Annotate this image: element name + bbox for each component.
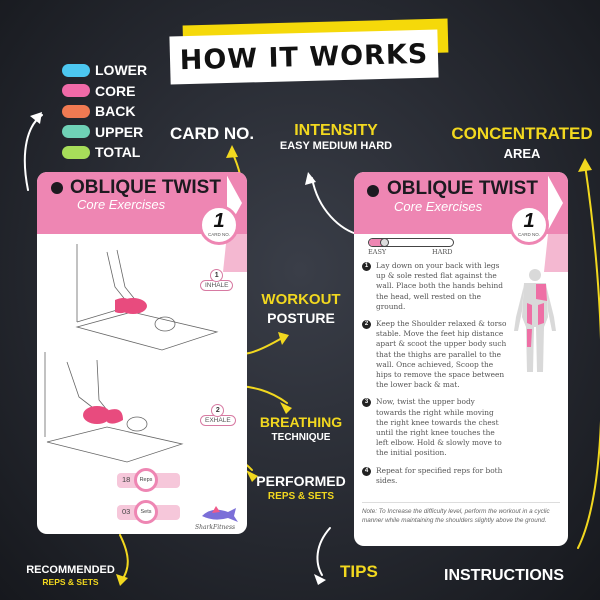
back-card-flag-icon xyxy=(544,172,568,272)
upper-pill-icon xyxy=(62,125,90,139)
back-card-title: OBLIQUE TWIST xyxy=(387,178,538,199)
arrow-intensity-icon xyxy=(311,177,361,236)
total-pill-icon xyxy=(62,145,90,159)
callout-performed-reps-sets: PERFORMED REPS & SETS xyxy=(256,473,346,503)
arrow-concentrated-area-icon xyxy=(577,164,600,549)
back-pill-icon xyxy=(62,104,90,118)
note-divider xyxy=(362,502,560,503)
legend-item-total: TOTAL xyxy=(62,142,147,163)
front-card-title: OBLIQUE TWIST xyxy=(70,177,221,198)
front-card-dot-icon xyxy=(51,182,63,194)
back-card-subtitle: Core Exercises xyxy=(394,199,483,214)
callout-recommended-reps-sets: RECOMMENDED REPS & SETS xyxy=(26,564,115,588)
arrow-tips-icon xyxy=(316,527,331,576)
category-legend: LOWER CORE BACK UPPER TOTAL xyxy=(62,60,147,163)
callout-workout-posture: WORKOUT POSTURE xyxy=(261,291,341,326)
legend-item-back: BACK xyxy=(62,101,147,122)
intensity-knob xyxy=(380,238,389,247)
front-card-flag-icon xyxy=(223,172,247,272)
back-card-dot-icon xyxy=(367,185,379,197)
brand-name: SharkFitness xyxy=(195,524,236,531)
intensity-easy-label: EASY xyxy=(368,248,387,256)
legend-item-upper: UPPER xyxy=(62,122,147,143)
breath-exhale-badge: 2 EXHALE xyxy=(200,404,236,426)
intensity-hard-label: HARD xyxy=(432,248,453,256)
reps-indicator: 18 Reps xyxy=(117,468,180,492)
callout-breathing-technique: BREATHING TECHNIQUE xyxy=(259,414,343,444)
legend-item-lower: LOWER xyxy=(62,60,147,81)
callout-intensity: INTENSITY EASY MEDIUM HARD xyxy=(279,122,393,152)
front-card-header xyxy=(37,172,227,234)
legend-item-core: CORE xyxy=(62,81,147,102)
callout-instructions: INSTRUCTIONS xyxy=(444,567,564,584)
tip-note: Note: To Increase the difficulty level, … xyxy=(362,508,550,524)
exercise-illustration-icon xyxy=(44,244,219,463)
back-card-number-badge: 1 CARD NO. xyxy=(509,205,549,245)
breath-inhale-badge: 1 INHALE xyxy=(200,269,234,291)
front-card-subtitle: Core Exercises xyxy=(77,197,166,212)
front-card-number-badge: 1 CARD NO. xyxy=(199,205,239,245)
intensity-slider xyxy=(368,238,454,247)
body-map-icon xyxy=(514,269,556,372)
front-card: OBLIQUE TWIST Core Exercises 1 CARD NO. … xyxy=(37,172,247,534)
arrow-recommended-icon xyxy=(119,534,129,581)
shark-logo-icon xyxy=(202,506,238,522)
core-pill-icon xyxy=(62,84,90,98)
lower-pill-icon xyxy=(62,63,90,77)
back-card: OBLIQUE TWIST Core Exercises 1 CARD NO. … xyxy=(354,172,568,546)
callout-concentrated-area: CONCENTRATED AREA xyxy=(451,124,593,161)
callout-tips: TIPS xyxy=(340,562,378,581)
sets-indicator: 03 Sets xyxy=(117,500,180,524)
callout-card-no: CARD NO. xyxy=(170,124,255,143)
